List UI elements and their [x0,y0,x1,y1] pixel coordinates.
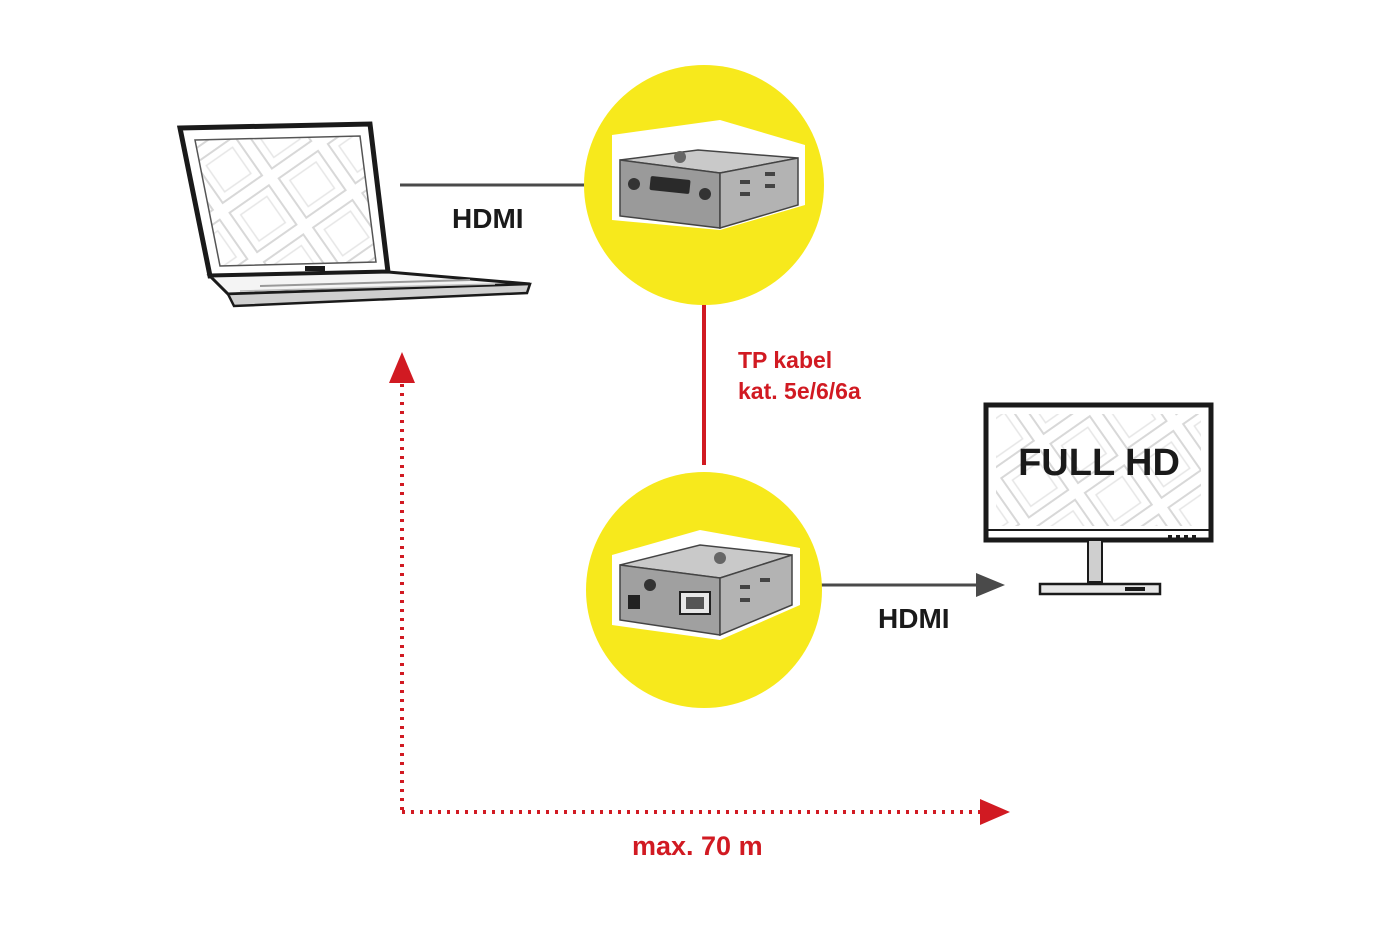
hdmi-input-label: HDMI [452,203,524,234]
hdmi-output-label: HDMI [878,603,950,634]
receiver-icon [586,472,822,708]
tp-cable-label-line1: TP kabel [738,347,833,373]
hdmi-output-arrow [820,573,1005,597]
monitor-screen-text: FULL HD [1018,442,1180,484]
monitor-icon [983,402,1214,596]
tp-cable-label: TP kabel kat. 5e/6/6a [738,345,861,407]
transmitter-icon [584,65,824,305]
distance-indicator [389,352,1010,825]
laptop-icon [176,121,532,308]
tp-cable-label-line2: kat. 5e/6/6a [738,378,861,404]
distance-label: max. 70 m [632,831,763,861]
